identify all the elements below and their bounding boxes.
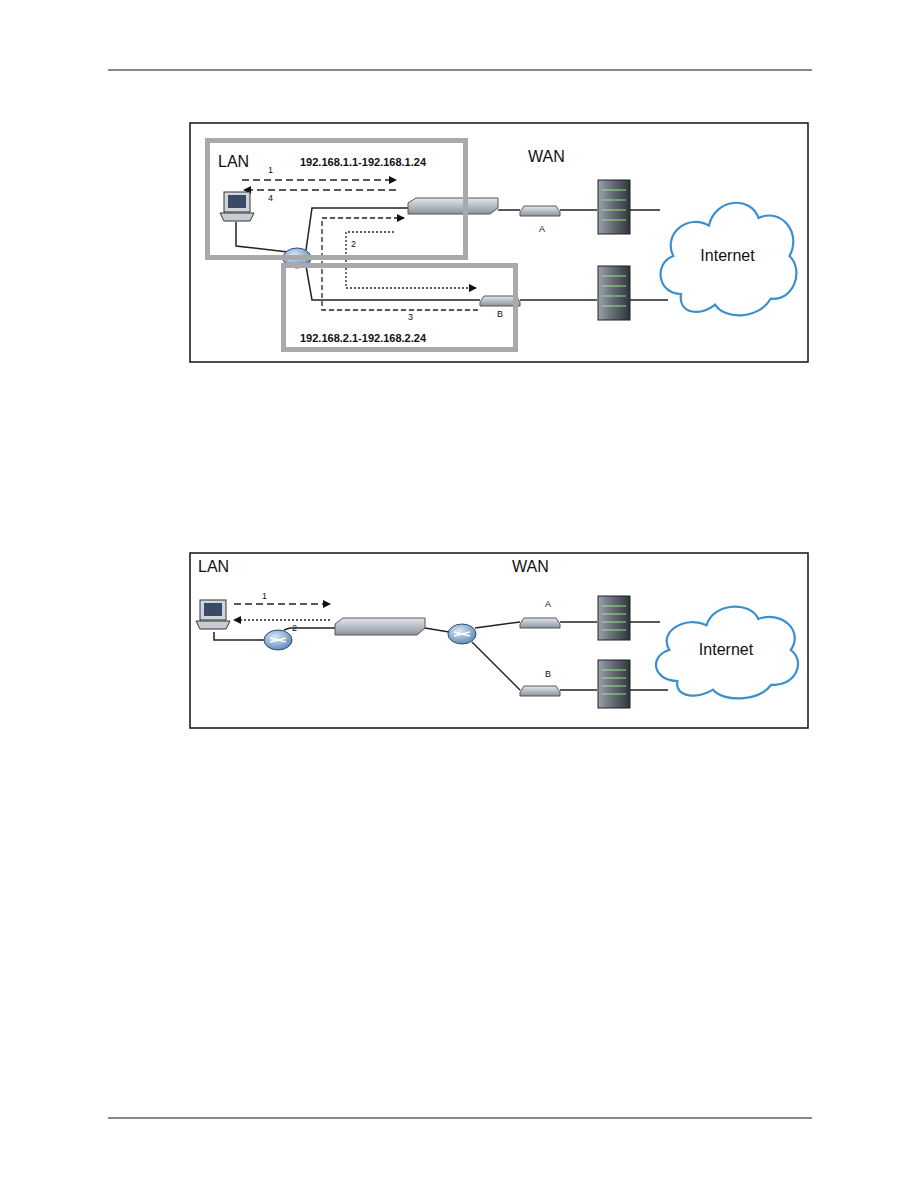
internet-cloud: Internet: [645, 588, 807, 712]
zone-label: WAN: [512, 558, 549, 576]
router-icon: [448, 624, 476, 644]
modem-icon: [520, 686, 560, 696]
server-icon: [598, 266, 630, 320]
ip-range: 192.168.1.1-192.168.1.24: [300, 156, 426, 168]
figure-frame: [190, 553, 808, 728]
modem-icon: [520, 618, 560, 628]
ip-range: 192.168.2.1-192.168.2.24: [300, 332, 426, 344]
network-region: LAN 192.168.1.1-192.168.1.24: [205, 138, 468, 260]
security-appliance: [335, 618, 425, 635]
server-icon: [598, 596, 630, 640]
callout-number: 4: [268, 194, 273, 204]
cloud-label: Internet: [645, 641, 807, 659]
device-letter: B: [545, 670, 551, 680]
internet-cloud: Internet: [650, 180, 805, 332]
security-appliance: [408, 198, 498, 214]
region-title: LAN: [218, 153, 249, 171]
header-rule: [108, 70, 812, 71]
callout-number: 2: [292, 624, 297, 634]
callout-number: 1: [262, 592, 267, 602]
computer-icon: [220, 192, 254, 221]
zone-label: WAN: [528, 148, 565, 166]
footer-rule: [108, 1118, 812, 1119]
cloud-label: Internet: [650, 247, 805, 265]
server-icon: [598, 660, 630, 708]
server-icon: [598, 180, 630, 234]
computer-icon: [196, 600, 230, 629]
callout-number: 2: [351, 240, 356, 250]
callout-number: 1: [268, 166, 273, 176]
device-letter: B: [497, 310, 503, 320]
figure-frame: [190, 123, 808, 362]
router-icon: [264, 630, 292, 650]
device-letter: A: [539, 225, 545, 235]
modem-icon: [520, 206, 560, 216]
callout-number: 3: [408, 313, 413, 323]
device-letter: A: [545, 600, 551, 610]
network-region: 192.168.2.1-192.168.2.24: [281, 263, 518, 352]
zone-label: LAN: [198, 558, 229, 576]
